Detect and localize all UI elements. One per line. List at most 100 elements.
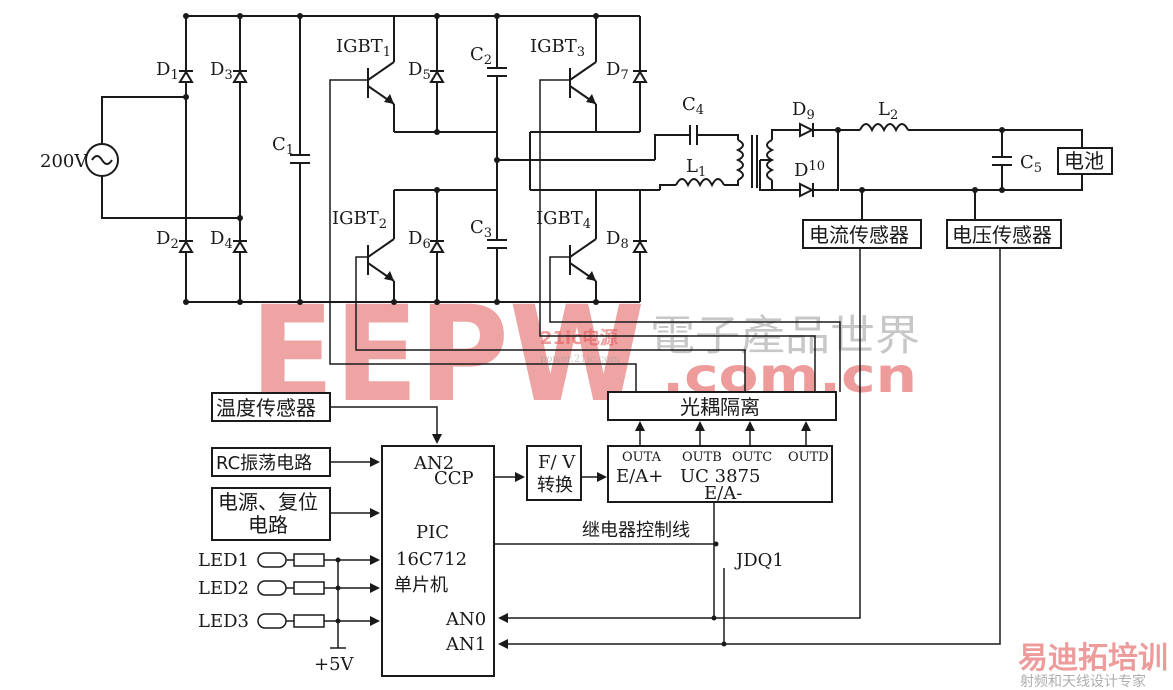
- c2-label: C2: [470, 44, 492, 68]
- relay-name: JDQ1: [734, 550, 784, 571]
- igbt3-label: IGBT3: [530, 36, 585, 60]
- relay: 继电器控制线 JDQ1: [494, 502, 784, 647]
- uc3875-name: UC 3875: [680, 466, 760, 487]
- diode-d1: [178, 70, 194, 83]
- igbt1-label: IGBT1: [336, 36, 391, 60]
- uc3875-ea-plus: E/A+: [616, 466, 663, 487]
- led1: LED1: [198, 550, 380, 571]
- igbt2-label: IGBT2: [332, 208, 387, 232]
- fv-converter-line2: 转换: [537, 475, 573, 496]
- led2: LED2: [198, 578, 380, 599]
- supply-label: +5V: [314, 654, 355, 675]
- watermark-power-cn: 21ic电源: [540, 327, 618, 349]
- power-reset-box: [211, 487, 331, 541]
- uc3875-controller: OUTA OUTB OUTC OUTD E/A+ UC 3875 E/A-: [607, 445, 833, 504]
- led1-label: LED1: [198, 550, 249, 571]
- battery-label: 电池: [1064, 149, 1104, 173]
- power-reset-line1: 电源、复位: [218, 490, 318, 514]
- optocoupler: 光耦隔离: [607, 372, 841, 446]
- diode-d2: [178, 240, 194, 253]
- igbt-q3: [569, 16, 597, 132]
- igbt-q4: [569, 190, 597, 302]
- d7-label: D7: [606, 59, 629, 83]
- power-reset-line2: 电路: [248, 513, 288, 537]
- c5-label: C5: [1020, 152, 1042, 176]
- led2-label: LED2: [198, 578, 249, 599]
- diode-d3: [232, 70, 248, 83]
- d5-label: D5: [408, 59, 431, 83]
- d10-label: D10: [794, 159, 825, 181]
- rc-osc-label: RC振荡电路: [216, 453, 312, 474]
- sensors: 电流传感器 电压传感器: [498, 190, 1062, 649]
- output-section: 电池 D9 D10 L2 C5: [759, 99, 1113, 198]
- mcu-line1: PIC: [416, 522, 449, 543]
- l1-label: L1: [686, 156, 706, 180]
- d9-label: D9: [792, 99, 815, 123]
- mcu-line3: 单片机: [394, 575, 448, 596]
- fv-converter: F/ V 转换: [490, 445, 607, 501]
- igbt-q2: [367, 190, 395, 302]
- c3-label: C3: [470, 217, 492, 241]
- rectifier-bridge: D1 D3 D2 D4: [156, 13, 248, 305]
- led3-label: LED3: [198, 611, 249, 632]
- uc3875-outc: OUTC: [732, 450, 772, 465]
- d3-label: D3: [210, 59, 233, 83]
- capacitor-c1: C1: [272, 13, 310, 305]
- pic-mcu: AN2 CCP PIC 16C712 单片机 AN0 AN1: [381, 445, 495, 677]
- d8-label: D8: [606, 228, 629, 252]
- temp-sensor-box: [211, 392, 331, 422]
- mcu-an0: AN0: [445, 609, 486, 630]
- optocoupler-label: 光耦隔离: [680, 395, 760, 419]
- uc3875-ea-minus: E/A-: [704, 483, 742, 504]
- transformer-section: C4 L1: [654, 94, 800, 191]
- pic-mcu-box: [381, 445, 495, 677]
- inverter-leg-right: IGBT3 IGBT4 D7 D8: [529, 13, 841, 392]
- diode-d8: [632, 240, 648, 253]
- voltage-sensor-label: 电压传感器: [952, 223, 1052, 247]
- uc3875-outd: OUTD: [788, 450, 829, 465]
- igbt4-label: IGBT4: [536, 208, 591, 232]
- led3: LED3: [198, 611, 380, 632]
- diode-d7: [632, 70, 648, 83]
- current-sensor-box: [802, 219, 922, 249]
- watermark-power-url: power.21ic.com: [540, 354, 620, 365]
- mcu-an1: AN1: [445, 634, 486, 655]
- d6-label: D6: [408, 228, 431, 252]
- uc3875-box: [607, 445, 833, 503]
- input-blocks: 温度传感器 RC振荡电路 电源、复位 电路: [211, 392, 442, 541]
- igbt-q1: [367, 16, 395, 132]
- diode-d9: [799, 122, 815, 138]
- optocoupler-box: [607, 391, 837, 421]
- mcu-line2: 16C712: [396, 549, 467, 570]
- inverter-leg-left: IGBT1 IGBT2 D5 D6 C2 C3: [329, 13, 746, 392]
- watermark-corner-2: 射频和天线设计专家: [1020, 673, 1146, 690]
- diode-d4: [232, 240, 248, 253]
- uc3875-outb: OUTB: [682, 450, 722, 465]
- diode-d5: [429, 70, 445, 83]
- d2-label: D2: [156, 228, 179, 252]
- uc3875-outa: OUTA: [622, 450, 662, 465]
- d1-label: D1: [156, 59, 179, 83]
- d4-label: D4: [210, 228, 233, 252]
- source-voltage-label: 200V: [40, 151, 88, 172]
- battery-box: [1057, 147, 1113, 175]
- c1-label: C1: [272, 134, 294, 158]
- led-section: LED1 LED2 LED3 +5V: [198, 550, 380, 675]
- temp-sensor-label: 温度传感器: [216, 396, 316, 420]
- rc-osc-box: [211, 447, 331, 477]
- voltage-sensor-box: [946, 219, 1062, 249]
- fv-converter-line1: F/ V: [538, 452, 576, 473]
- ac-source: 200V: [40, 96, 240, 219]
- relay-control-label: 继电器控制线: [582, 520, 690, 541]
- power-rails: [186, 15, 640, 303]
- c4-label: C4: [682, 94, 704, 118]
- fv-converter-box: [526, 445, 582, 501]
- diode-d10: [799, 182, 815, 198]
- diode-d6: [429, 240, 445, 253]
- current-sensor-label: 电流传感器: [809, 223, 909, 247]
- l2-label: L2: [878, 99, 898, 123]
- mcu-ccp: CCP: [434, 468, 474, 489]
- mcu-an2: AN2: [413, 453, 454, 474]
- watermark-corner-1: 易迪拓培训: [1018, 641, 1168, 676]
